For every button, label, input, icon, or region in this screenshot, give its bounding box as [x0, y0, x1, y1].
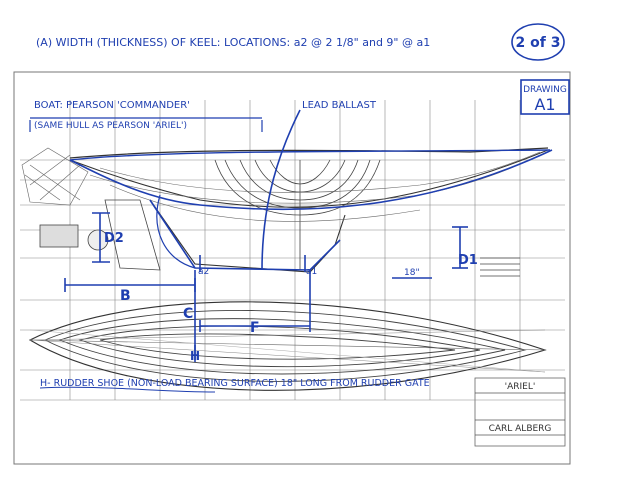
title-block-name: 'ARIEL' [505, 382, 536, 392]
label-f: F [250, 320, 260, 336]
lead-ballast-leader [261, 109, 301, 271]
rudder-outline [104, 199, 161, 271]
label-a1: a1 [306, 267, 317, 277]
blue-sheer [69, 149, 551, 161]
label-d1: D1 [458, 253, 478, 268]
scale-ticks [480, 257, 520, 277]
title-block-frame [474, 377, 566, 447]
drawing-box-line2: A1 [534, 95, 555, 114]
blue-keel [149, 199, 341, 271]
page-badge: 2 of 3 [516, 35, 561, 51]
rudder-note: H- RUDDER SHOE (NON-LOAD BEARING SURFACE… [40, 378, 430, 389]
label-h: H [190, 349, 200, 363]
blue-annotations [29, 23, 570, 393]
bow-hatching [21, 147, 89, 206]
boat-note-line2: (SAME HULL AS PEARSON 'ARIEL') [34, 121, 187, 131]
label-c: C [183, 306, 193, 322]
header-note: (A) WIDTH (THICKNESS) OF KEEL: LOCATIONS… [36, 36, 430, 49]
page-badge-circle [511, 23, 565, 61]
label-a2: a2 [198, 267, 209, 277]
hull-lines-plan [13, 71, 571, 465]
label-d2: D2 [104, 231, 124, 246]
label-b: B [120, 288, 131, 304]
drawing-box-frame [520, 79, 570, 115]
waterlines [20, 159, 565, 401]
boat-note-line1: BOAT: PEARSON 'COMMANDER' [34, 100, 190, 111]
label-18in: 18" [404, 268, 420, 278]
body-plan [214, 159, 381, 270]
propeller-detail [39, 224, 109, 251]
sheet-border [13, 71, 571, 465]
sheer-line [69, 147, 549, 159]
title-block-line2: CARL ALBERG [489, 424, 552, 434]
drawing-box-line1: DRAWING [523, 85, 567, 95]
lead-ballast-label: LEAD BALLAST [302, 100, 377, 111]
hull-profile [69, 149, 549, 208]
half-breadth-plan [28, 301, 547, 391]
blue-hull [69, 149, 553, 211]
